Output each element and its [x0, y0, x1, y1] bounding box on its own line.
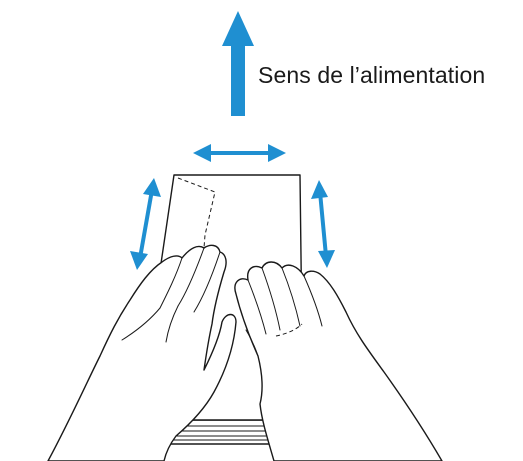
- right-vertical-adjust-arrow-icon: [311, 180, 335, 268]
- right-hand: [234, 261, 443, 461]
- horizontal-adjust-arrow-icon: [193, 144, 286, 162]
- left-vertical-adjust-arrow-icon: [130, 178, 161, 270]
- left-hand: [47, 244, 237, 461]
- feed-direction-label: Sens de l’alimentation: [258, 62, 486, 88]
- feed-direction-arrow-icon: [222, 11, 254, 116]
